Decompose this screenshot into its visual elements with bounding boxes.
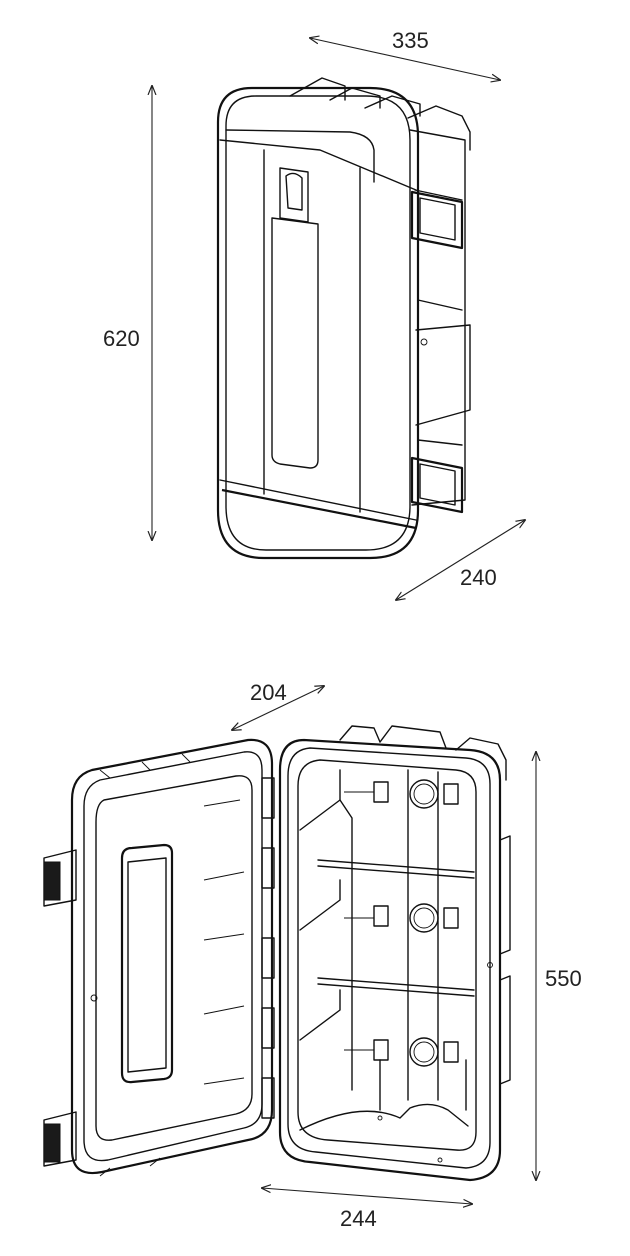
dim-open-width: 244 [262, 1188, 472, 1231]
dim-open-door-width-label: 204 [250, 680, 287, 705]
closed-box-view [216, 77, 471, 560]
dim-closed-height: 620 [103, 86, 152, 540]
open-box-view [43, 725, 511, 1182]
dim-open-width-label: 244 [340, 1206, 377, 1231]
dim-open-door-width: 204 [232, 680, 324, 730]
dim-closed-depth-label: 240 [460, 565, 497, 590]
dim-closed-height-label: 620 [103, 326, 140, 351]
dim-closed-width-label: 335 [392, 28, 429, 53]
dim-open-height-label: 550 [545, 966, 582, 991]
dim-closed-width: 335 [310, 28, 500, 80]
dim-open-height: 550 [536, 752, 582, 1180]
dim-closed-depth: 240 [396, 520, 525, 600]
strap-clips [344, 781, 459, 1063]
